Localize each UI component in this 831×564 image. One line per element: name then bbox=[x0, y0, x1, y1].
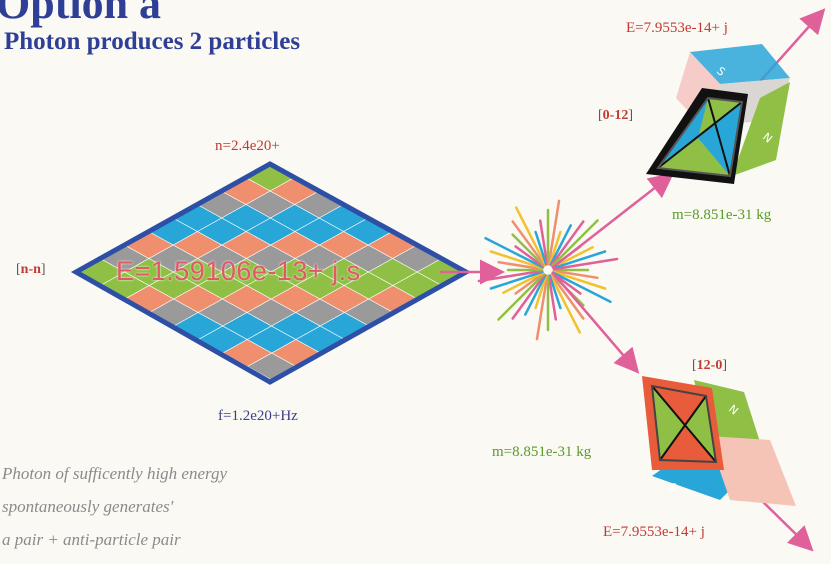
burst-ray bbox=[511, 220, 546, 267]
burst-ray bbox=[552, 269, 599, 280]
burst-ray bbox=[552, 270, 607, 290]
burst-ray bbox=[489, 270, 544, 290]
burst-ray bbox=[511, 233, 546, 268]
bracket-close: ] bbox=[722, 358, 728, 373]
burst-ray bbox=[534, 274, 548, 310]
bracket-open: [ bbox=[16, 262, 21, 277]
burst-ray bbox=[547, 274, 558, 321]
bracket-value: 0-12 bbox=[602, 108, 629, 123]
burst-ray bbox=[489, 250, 544, 270]
top-particle-glyph: S N bbox=[646, 44, 790, 184]
burst-ray bbox=[552, 257, 619, 271]
pair-production-burst bbox=[477, 199, 619, 341]
page-subtitle: Photon produces 2 particles bbox=[4, 28, 301, 55]
burst-ray bbox=[497, 260, 544, 271]
burst-ray bbox=[502, 271, 544, 294]
burst-ray bbox=[535, 274, 549, 341]
bracket-open: [ bbox=[692, 358, 697, 373]
burst-ray bbox=[548, 274, 562, 310]
burst-ray bbox=[511, 273, 546, 320]
photon-bracket: [n-n] bbox=[16, 262, 46, 278]
note-line-3: a pair + anti-particle pair bbox=[2, 530, 181, 549]
bracket-value: n-n bbox=[20, 262, 41, 277]
burst-ray bbox=[552, 271, 612, 304]
burst-ray bbox=[514, 272, 545, 295]
top-particle-energy-label: E=7.9553e-14+ j bbox=[626, 20, 728, 36]
burst-ray bbox=[524, 274, 547, 316]
burst-ray bbox=[550, 220, 585, 267]
top-particle-mass-label: m=8.851e-31 kg bbox=[672, 207, 772, 223]
bottom-particle-energy-label: E=7.9553e-14+ j bbox=[603, 524, 705, 540]
burst-ray bbox=[552, 250, 607, 270]
photon-count-label: n=2.4e20+ bbox=[215, 138, 280, 154]
burst-ray bbox=[549, 274, 582, 334]
page-title: Option a bbox=[0, 0, 162, 28]
burst-ray bbox=[534, 230, 548, 266]
burst-ray bbox=[550, 273, 585, 320]
burst-ray bbox=[497, 272, 546, 321]
bracket-close: ] bbox=[40, 262, 46, 277]
burst-ray bbox=[550, 219, 599, 268]
note-line-1: Photon of sufficently high energy bbox=[2, 464, 228, 483]
burst-ray bbox=[552, 246, 594, 269]
burst-ray bbox=[538, 219, 549, 266]
bracket-value: 12-0 bbox=[696, 358, 723, 373]
svg-text:S: S bbox=[666, 480, 680, 494]
burst-ray bbox=[484, 236, 544, 269]
burst-ray bbox=[514, 245, 545, 268]
burst-ray bbox=[477, 269, 544, 283]
bottom-particle-bracket: [12-0] bbox=[692, 358, 727, 374]
burst-ray bbox=[547, 199, 561, 266]
bracket-close: ] bbox=[628, 108, 634, 123]
note-line-2: spontaneously generates' bbox=[2, 497, 174, 516]
photon-frequency-label: f=1.2e20+Hz bbox=[218, 408, 298, 424]
burst-ray bbox=[549, 224, 572, 266]
burst-ray bbox=[548, 230, 562, 266]
burst-ray bbox=[514, 206, 547, 266]
bottom-particle-glyph: N S bbox=[642, 376, 796, 506]
arrow-to-bottom-particle bbox=[551, 271, 640, 374]
top-particle-bracket: [0-12] bbox=[598, 108, 633, 124]
bracket-open: [ bbox=[598, 108, 603, 123]
arrow-to-top-particle bbox=[551, 172, 674, 269]
bottom-particle-mass-label: m=8.851e-31 kg bbox=[492, 444, 592, 460]
photon-energy-label: E=1.59106e-13+ j.s bbox=[116, 256, 361, 286]
